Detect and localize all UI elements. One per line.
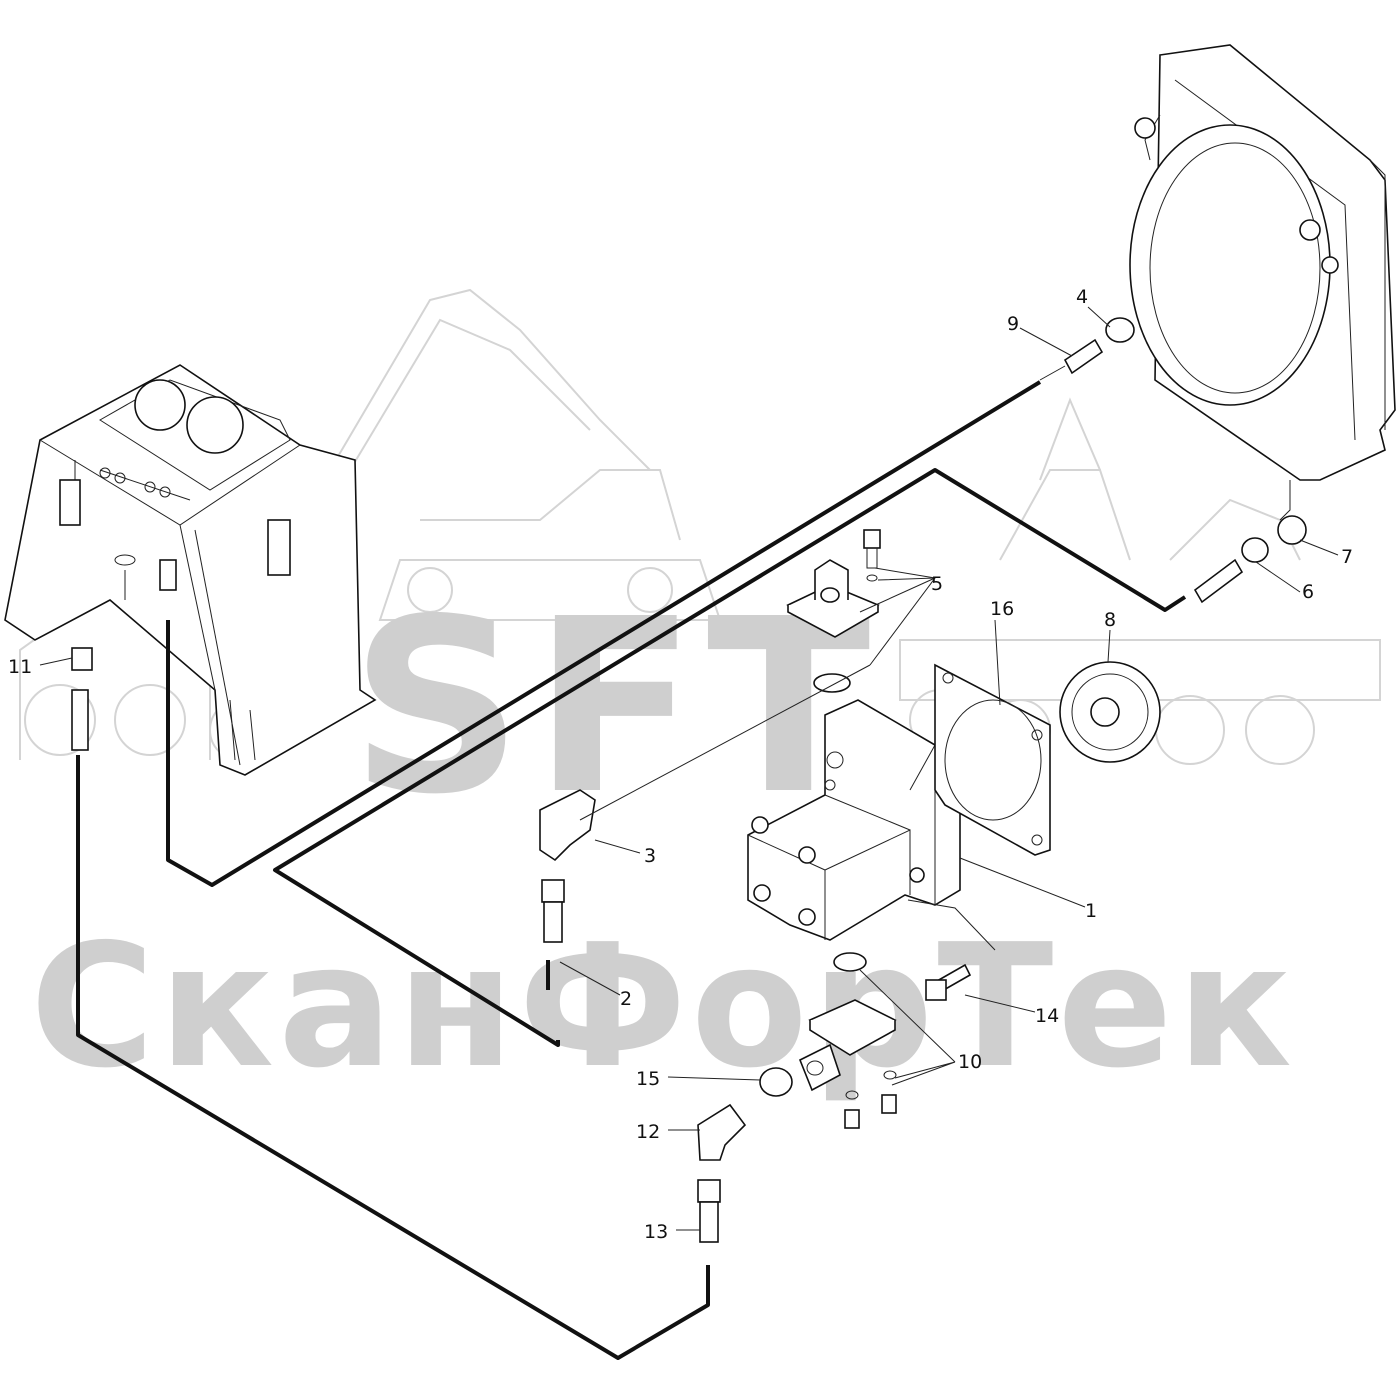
callout-4: 4 (1076, 286, 1088, 308)
hose-pump-to-cooler (273, 468, 1187, 1047)
callout-15: 15 (636, 1068, 660, 1090)
callout-5: 5 (931, 573, 943, 595)
callout-12: 12 (636, 1121, 660, 1143)
watermark-excavator-icon (329, 288, 722, 621)
callout-1: 1 (1085, 900, 1097, 922)
watermark: SFT СканФорТек (19, 288, 1381, 1106)
radiator-cooler (1129, 44, 1396, 521)
callout-16: 16 (990, 598, 1014, 620)
gear-pump-assembly (747, 529, 1161, 1129)
callout-8: 8 (1104, 609, 1116, 631)
hydraulic-tank (4, 364, 377, 776)
watermark-company-name: СканФорТек (30, 908, 1296, 1106)
callout-labels: 1 2 3 4 5 6 7 8 9 10 11 12 13 14 15 16 (8, 286, 1353, 1243)
callout-10: 10 (958, 1051, 982, 1073)
hose-tank-to-pump (76, 755, 710, 1360)
callout-9: 9 (1007, 313, 1019, 335)
hoses (76, 380, 1187, 1360)
callout-6: 6 (1302, 581, 1314, 603)
callout-3: 3 (644, 845, 656, 867)
callout-2: 2 (620, 988, 632, 1010)
callout-7: 7 (1341, 546, 1353, 568)
callout-13: 13 (644, 1221, 668, 1243)
hose-tank-to-cooler (166, 380, 1042, 887)
leader-lines (39, 306, 1339, 1231)
fittings (71, 317, 1307, 1243)
callout-14: 14 (1035, 1005, 1059, 1027)
watermark-logo: SFT (350, 567, 881, 847)
callout-11: 11 (8, 656, 32, 678)
